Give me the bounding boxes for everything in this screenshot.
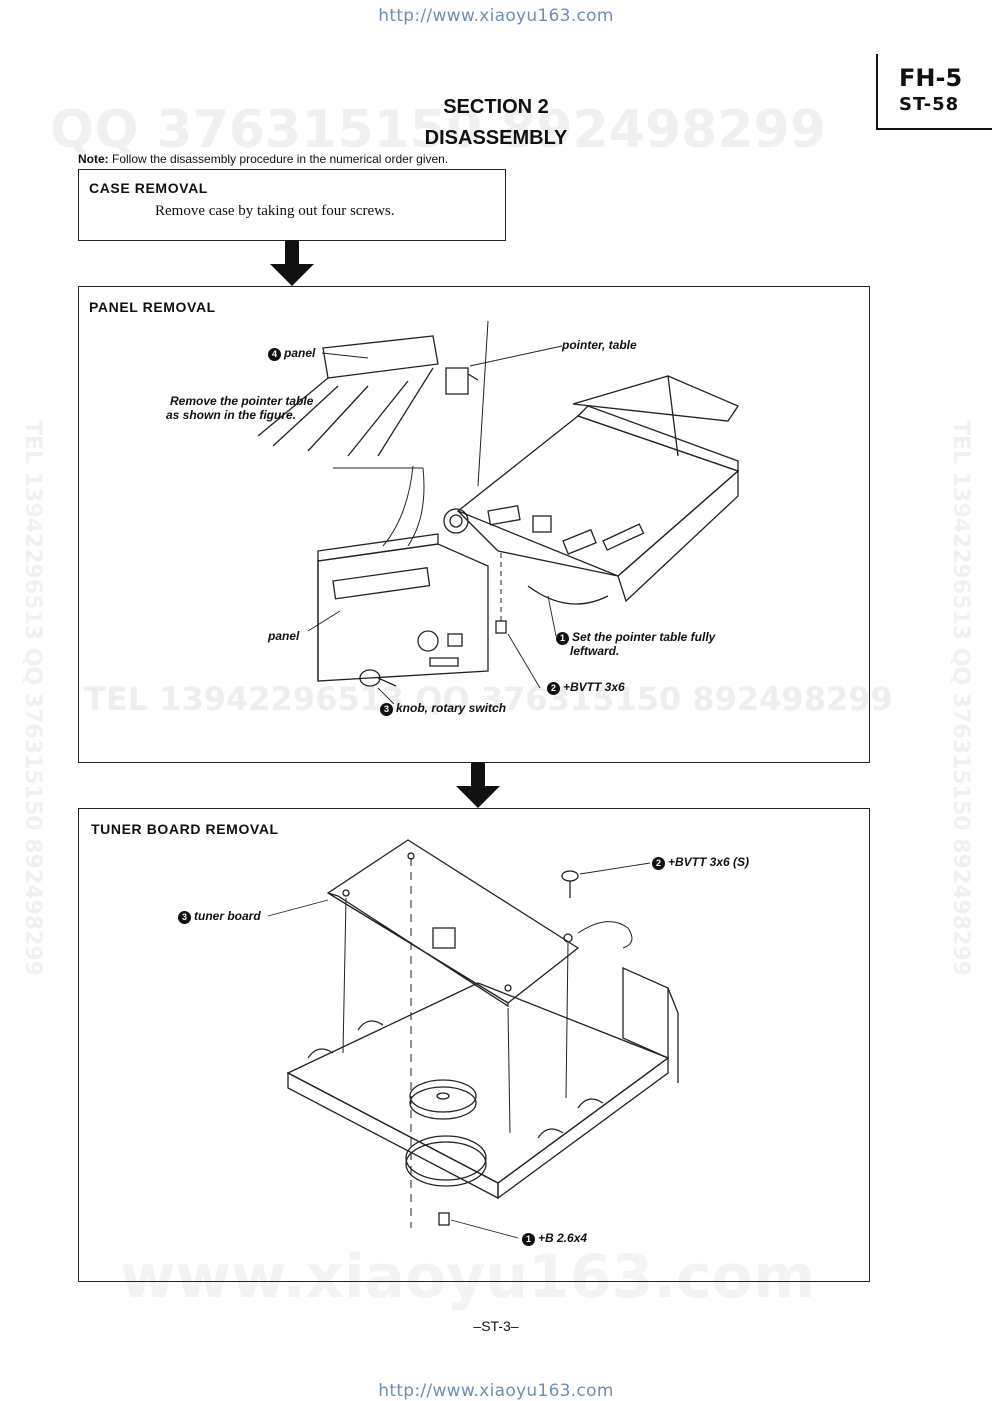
panel-removal-title: PANEL REMOVAL (89, 299, 216, 315)
step-2-badge: 2 (547, 682, 560, 695)
step-3-badge: 3 (178, 911, 191, 924)
tuner-board-diagram (267, 839, 679, 1239)
label-bvtt-s: 2+BVTT 3x6 (S) (652, 855, 749, 870)
label-bvtt: 2+BVTT 3x6 (547, 680, 625, 695)
watermark-qq: QQ 376315150 892498299 (50, 100, 826, 160)
label-remove-note-2: as shown in the figure. (166, 408, 297, 422)
step-3-badge: 3 (380, 703, 393, 716)
watermark-bottom: www.xiaoyu163.com (120, 1242, 816, 1312)
case-removal-title: CASE REMOVAL (89, 180, 208, 196)
model-st58: ST-58 (899, 94, 960, 115)
watermark-side-right: TEL 13942296513 QQ 376315150 892498299 (948, 420, 973, 977)
step-4-badge: 4 (268, 348, 281, 361)
tuner-board-removal-title: TUNER BOARD REMOVAL (91, 821, 279, 837)
label-set-pointer-2: leftward. (570, 644, 620, 658)
panel-removal-diagram (257, 320, 740, 705)
label-panel: panel (268, 629, 300, 643)
label-pointer-table: pointer, table (562, 338, 637, 352)
model-fh5: FH-5 (899, 64, 963, 92)
top-url[interactable]: http://www.xiaoyu163.com (378, 6, 614, 26)
label-tuner-board-text: tuner board (194, 909, 261, 923)
label-bvtt-s-text: +BVTT 3x6 (S) (668, 855, 750, 869)
label-knob-text: knob, rotary switch (396, 701, 507, 715)
case-removal-box: CASE REMOVAL Remove case by taking out f… (78, 169, 506, 241)
label-remove-note-1: Remove the pointer table (170, 394, 314, 408)
step-1-badge: 1 (522, 1233, 535, 1246)
section-title: DISASSEMBLY (424, 127, 568, 149)
section-number: SECTION 2 (443, 96, 549, 118)
page-number: –ST-3– (473, 1318, 519, 1334)
arrow-down-icon (456, 762, 500, 808)
label-b-screw-text: +B 2.6x4 (538, 1231, 588, 1245)
note: Note: Follow the disassembly procedure i… (78, 152, 448, 166)
arrow-down-icon (270, 240, 314, 286)
step-2-badge: 2 (652, 857, 665, 870)
tuner-board-removal-box: TUNER BOARD REMOVAL (78, 808, 870, 1282)
label-set-pointer-1-text: Set the pointer table fully (572, 630, 716, 644)
note-label: Note: (78, 152, 109, 166)
bottom-url[interactable]: http://www.xiaoyu163.com (378, 1381, 614, 1401)
note-text: Follow the disassembly procedure in the … (112, 152, 449, 166)
label-b-screw: 1+B 2.6x4 (522, 1231, 587, 1246)
step-1-badge: 1 (556, 632, 569, 645)
watermark-side-left: TEL 13942296513 QQ 376315150 892498299 (20, 420, 45, 977)
case-removal-text: Remove case by taking out four screws. (155, 203, 395, 219)
label-bvtt-text: +BVTT 3x6 (563, 680, 625, 694)
model-box (876, 54, 992, 130)
label-panel-top-text: panel (284, 346, 316, 360)
watermark-tel: TEL 13942296513 QQ 376315150 892498299 (84, 680, 893, 718)
